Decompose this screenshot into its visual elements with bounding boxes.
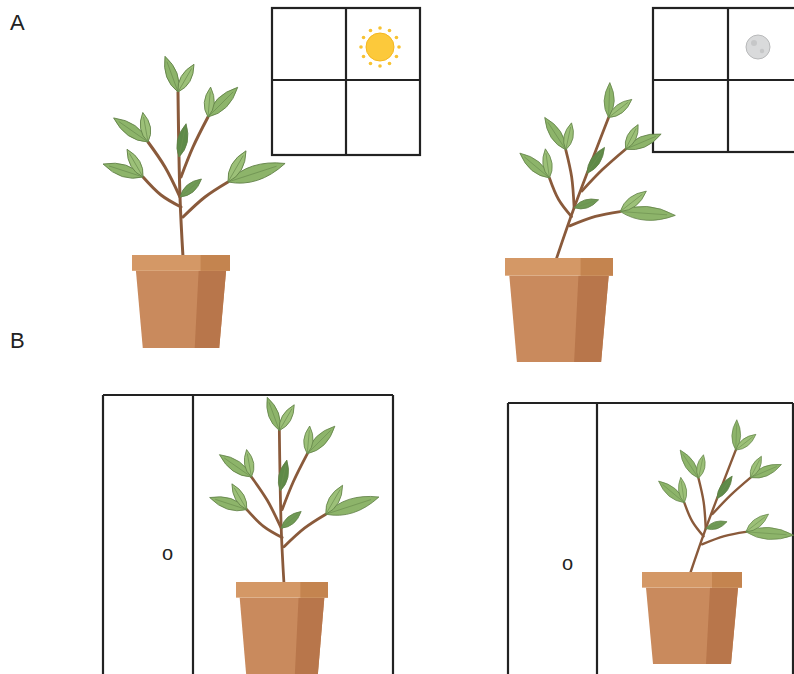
potted-plant xyxy=(486,59,715,362)
door-frame xyxy=(508,403,793,674)
door-frame xyxy=(103,395,393,674)
panel-label: A xyxy=(10,12,25,34)
night-window xyxy=(653,8,794,152)
moon-icon xyxy=(746,35,770,59)
potted-plant xyxy=(208,396,381,674)
door-knob: o xyxy=(562,553,573,573)
door-knob: o xyxy=(162,543,173,563)
potted-plant xyxy=(101,54,287,348)
potted-plant xyxy=(629,399,794,664)
sun-icon xyxy=(359,26,401,68)
panel-label: B xyxy=(10,330,25,352)
day-window xyxy=(272,8,420,155)
